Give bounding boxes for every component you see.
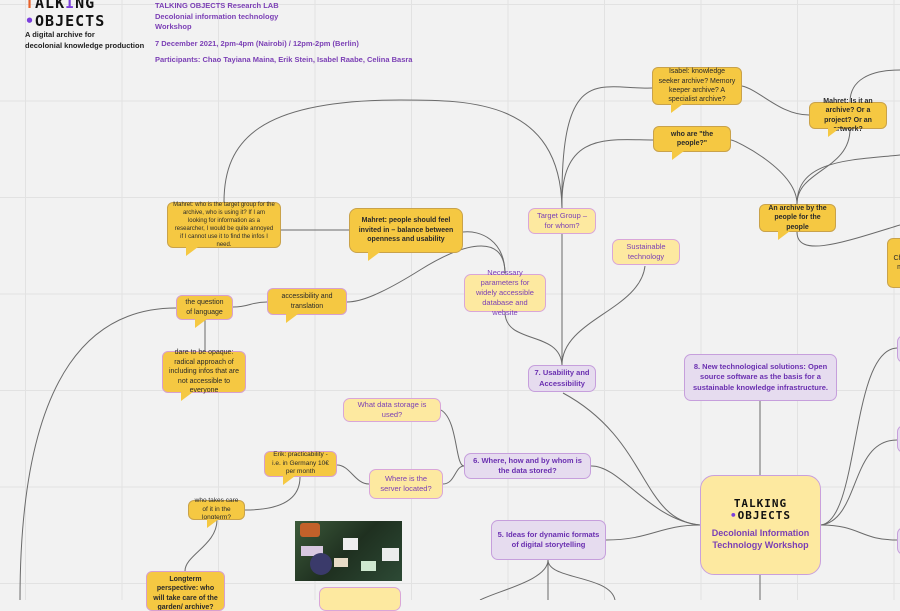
central-logo: TALKING•OBJECTS — [730, 497, 791, 523]
workshop-title-line1: Decolonial information technology — [155, 11, 279, 21]
garden-illustration-image[interactable] — [295, 521, 402, 581]
workshop-header: TALKING OBJECTS Research LAB Decolonial … — [155, 1, 412, 66]
comment-by-the-people[interactable]: An archive by the people for the people — [759, 204, 836, 240]
participants: Participants: Chao Tayiana Maina, Erik S… — [155, 55, 413, 64]
comment-who-takes-care[interactable]: who takes care of it in the longterm? — [188, 497, 245, 528]
comment-isabel[interactable]: Isabel: knowledge seeker archive? Memory… — [652, 67, 742, 113]
topic-5-storytelling[interactable]: 5. Ideas for dynamic formats of digital … — [491, 520, 606, 560]
comment-mahret-archive[interactable]: Mahret: Is it an archive? Or a project? … — [809, 98, 887, 137]
comment-cut-right[interactable]: Ch ar mu — [887, 238, 900, 288]
comment-mahret-invited[interactable]: Mahret: people should feel invited in – … — [349, 208, 463, 261]
central-title: Decolonial Information Technology Worksh… — [711, 528, 810, 551]
subtopic-sustainable-technology[interactable]: Sustainable technology — [612, 239, 680, 265]
topic-6-data-storage[interactable]: 6. Where, how and by whom is the data st… — [464, 453, 591, 479]
comment-question-of-language[interactable]: the question of language — [176, 295, 233, 328]
subtopic-target-group[interactable]: Target Group – for whom? — [528, 208, 596, 234]
central-node[interactable]: TALKING•OBJECTS Decolonial Information T… — [700, 475, 821, 575]
lab-name: TALKING OBJECTS Research LAB — [155, 1, 279, 10]
comment-who-are-the-people[interactable]: who are "the people?" — [653, 126, 731, 160]
workshop-date: 7 December 2021, 2pm-4pm (Nairobi) / 12p… — [155, 38, 359, 48]
workshop-title-line2: Workshop — [155, 22, 192, 31]
tagline-line2: decolonial knowledge production — [25, 40, 145, 50]
comment-mahret-target-group[interactable]: Mahret: who is the target group for the … — [167, 202, 281, 256]
comment-longterm-perspective[interactable]: Longterm perspective: who will take care… — [146, 571, 225, 611]
subtopic-cut-off[interactable] — [319, 587, 401, 611]
subtopic-server-location[interactable]: Where is the server located? — [369, 469, 443, 499]
comment-erik[interactable]: Erik: practicability - i.e. in Germany 1… — [264, 451, 337, 485]
topic-7-usability[interactable]: 7. Usability and Accessibility — [528, 365, 596, 392]
tagline-line1: A digital archive for — [25, 30, 95, 39]
talking-objects-logo: TALKING•OBJECTS — [25, 0, 106, 30]
tagline: A digital archive for decolonial knowled… — [25, 30, 144, 51]
subtopic-parameters[interactable]: Necessary parameters for widely accessib… — [464, 268, 546, 317]
subtopic-data-storage[interactable]: What data storage is used? — [343, 398, 441, 422]
comment-dare-to-be-opaque[interactable]: dare to be opaque: radical approach of i… — [162, 349, 246, 401]
comment-accessibility-translation[interactable]: accessibility and translation — [267, 288, 347, 323]
topic-8-open-source[interactable]: 8. New technological solutions: Open sou… — [684, 354, 837, 401]
